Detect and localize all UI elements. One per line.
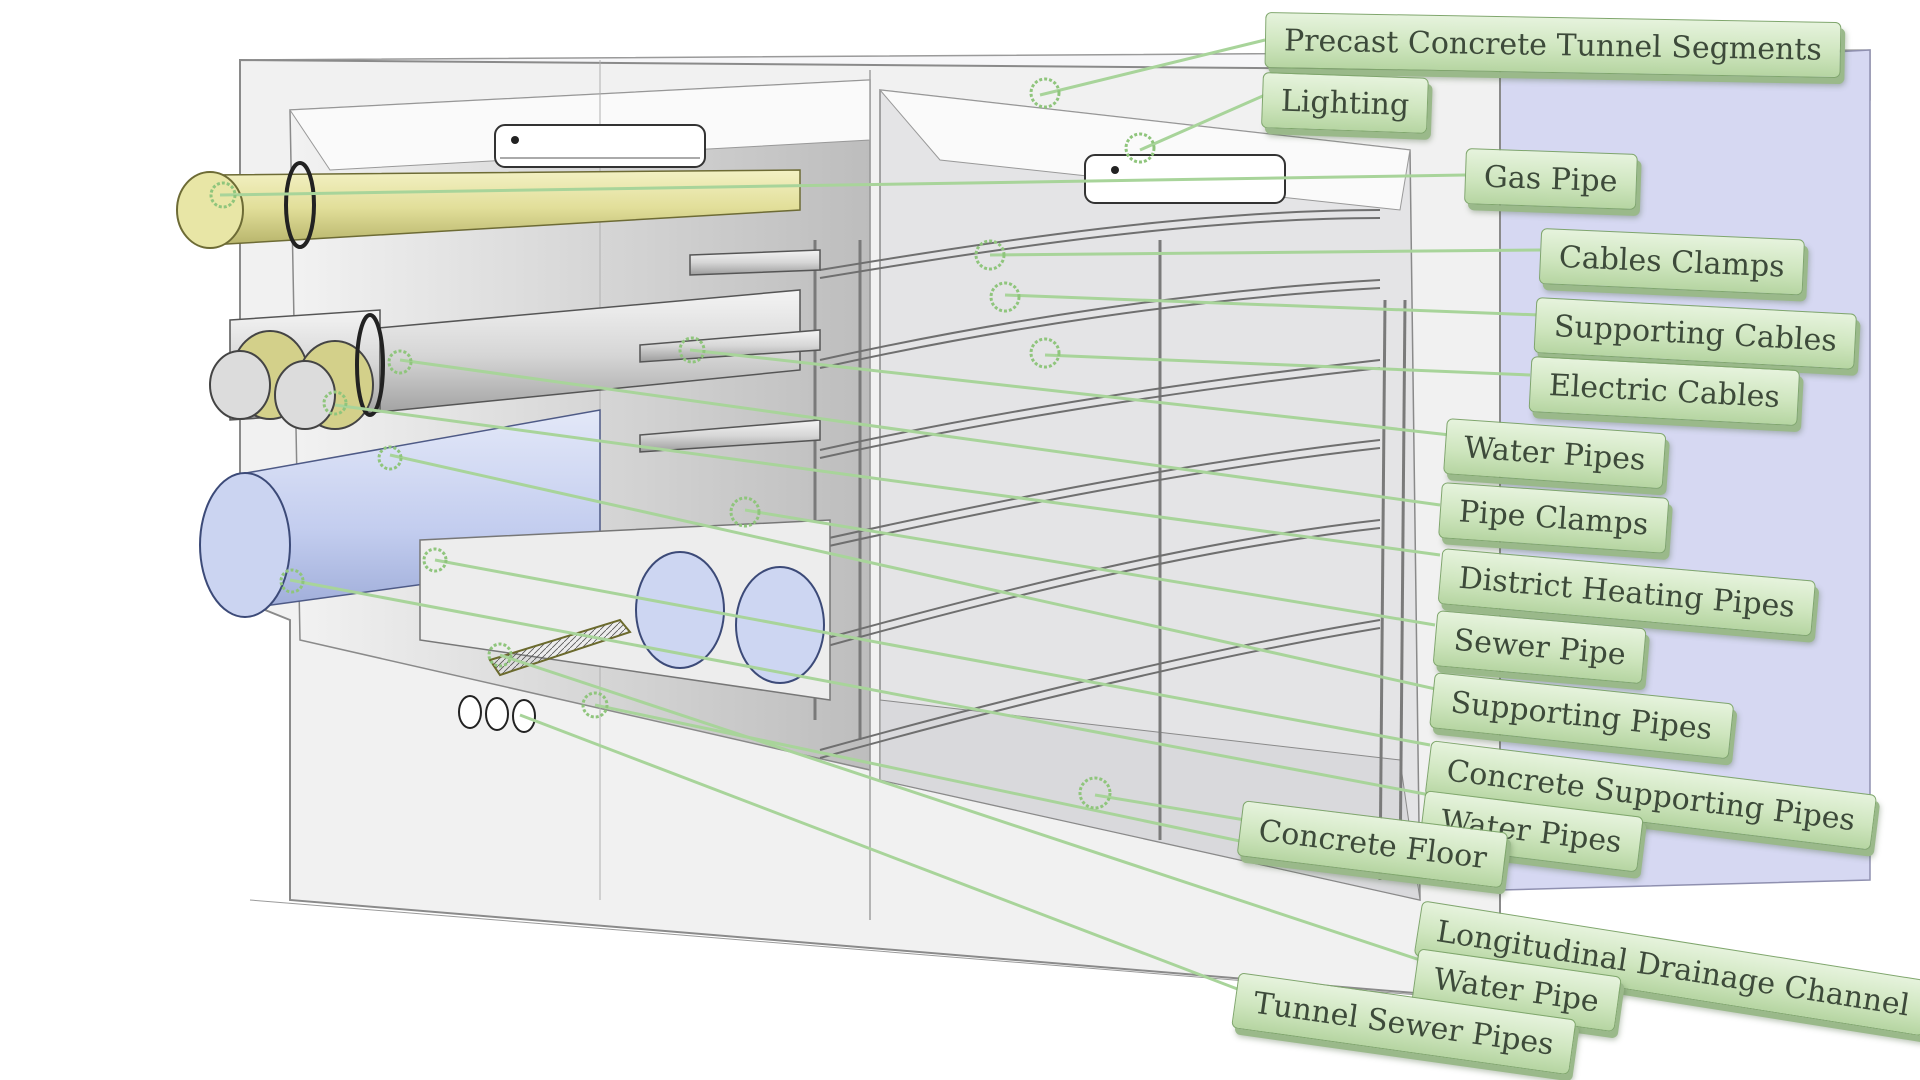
cable-bundle-2 [819,279,1381,369]
label-precast-concrete-tunnel-segments: Precast Concrete Tunnel Segments [1264,12,1842,79]
leader-lines [219,38,1541,992]
label-gas-pipe: Gas Pipe [1464,148,1638,210]
label-cables-clamps: Cables Clamps [1538,228,1805,296]
tunnel-sewer-pipes [458,695,536,733]
district-heating-pipes [209,289,801,430]
support-racks [813,240,1407,881]
water-pipes-upper [639,249,821,453]
cable-bundle-3 [819,359,1381,459]
label-lighting: Lighting [1261,72,1430,134]
cable-bundle-1 [819,209,1381,279]
cable-bundle-6 [819,619,1381,759]
anchor-rings [209,77,1156,810]
cable-bundle-4 [819,439,1381,549]
lighting-fixture-left [494,124,706,168]
